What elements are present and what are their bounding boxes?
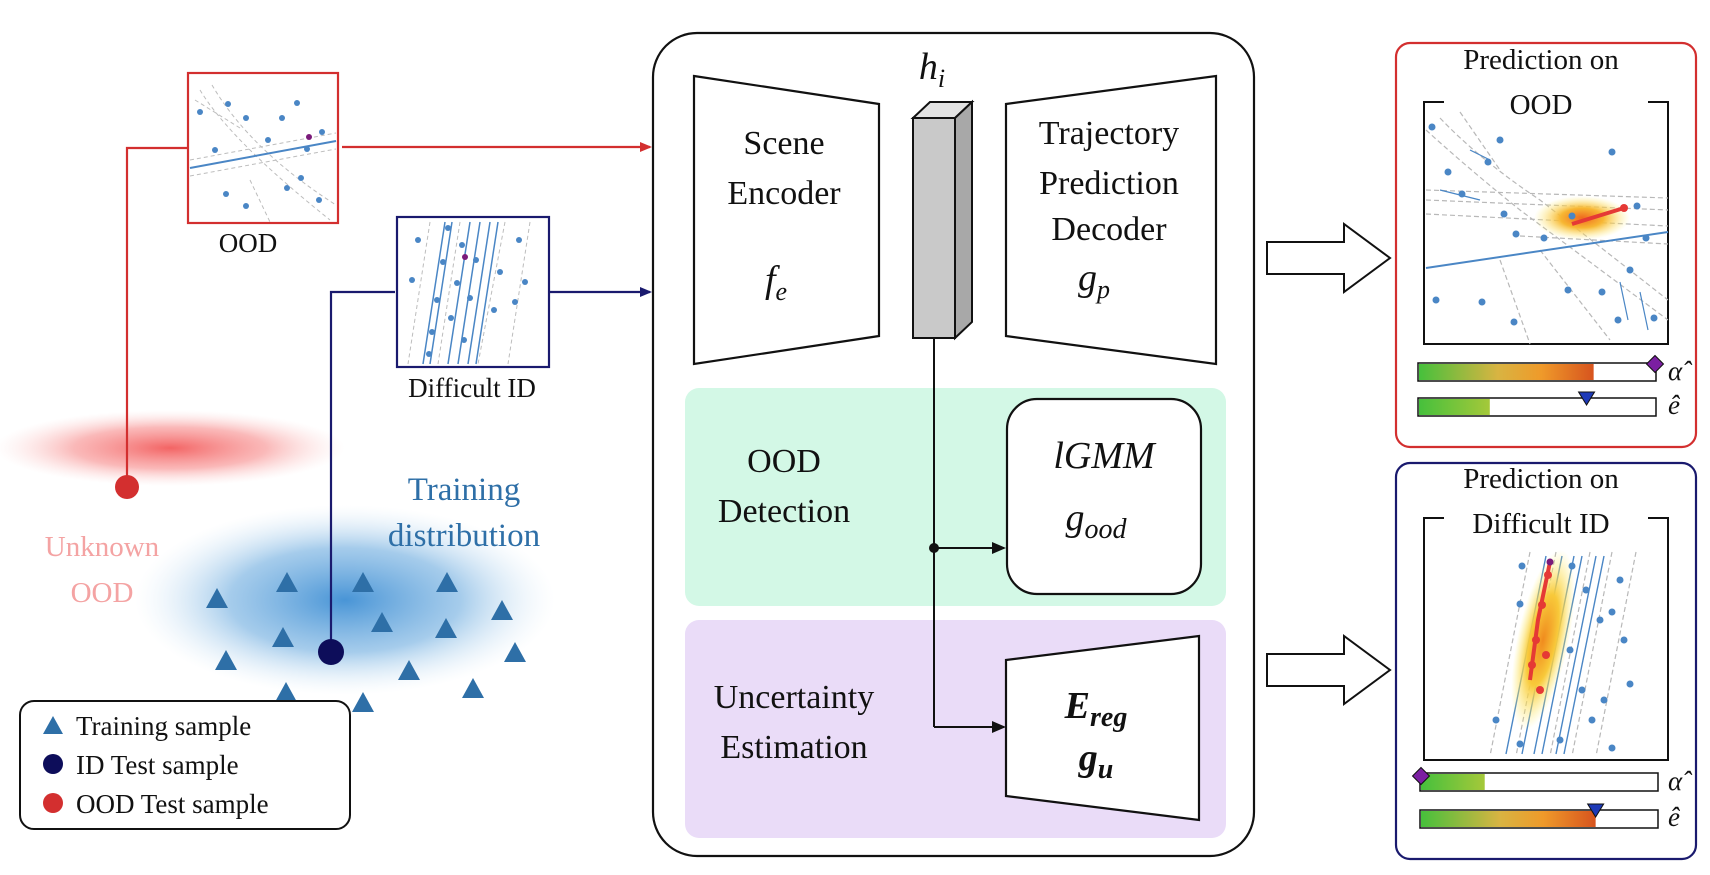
lgmm-label: lGMM bbox=[1053, 435, 1157, 477]
training-sample-marker bbox=[352, 572, 374, 592]
ood-test-sample bbox=[115, 475, 139, 499]
ood-connector-line bbox=[125, 146, 188, 487]
ood-e-bar bbox=[1417, 391, 1657, 417]
ood-e-label: ê bbox=[1668, 390, 1680, 420]
training-sample-marker bbox=[215, 650, 237, 670]
gmm-symbol: good bbox=[1066, 497, 1128, 545]
training-sample-marker bbox=[504, 642, 526, 662]
scene-encoder-label-line1: Scene bbox=[743, 125, 824, 162]
decoder-label-line1: Trajectory bbox=[1039, 115, 1179, 152]
id-e-bar-fill bbox=[1421, 811, 1596, 827]
unknown-ood-region bbox=[0, 410, 345, 486]
legend: Training sample ID Test sample OOD Test … bbox=[19, 700, 351, 830]
id-prediction-map bbox=[1423, 517, 1669, 761]
id-test-sample bbox=[318, 639, 344, 665]
uncertainty-label-line1: Uncertainty bbox=[714, 679, 875, 716]
id-alpha-marker bbox=[1411, 766, 1431, 786]
decoder-label-line3: Decoder bbox=[1051, 211, 1167, 248]
legend-id-label: ID Test sample bbox=[76, 750, 239, 780]
decoder-label-line2: Prediction bbox=[1039, 165, 1179, 202]
legend-id-marker bbox=[43, 754, 63, 774]
training-sample-marker bbox=[462, 678, 484, 698]
unknown-ood-label-line2: OOD bbox=[71, 577, 134, 609]
ood-prediction-map bbox=[1423, 101, 1669, 345]
latent-label: hi bbox=[919, 46, 945, 93]
scene-encoder-label-line2: Encoder bbox=[727, 175, 841, 212]
training-sample-marker bbox=[272, 627, 294, 647]
training-samples bbox=[206, 572, 526, 712]
lgmm-block bbox=[1005, 397, 1203, 596]
ood-prediction-panel bbox=[1394, 41, 1698, 449]
training-sample-marker bbox=[276, 572, 298, 592]
id-prediction-title-line1: Prediction on bbox=[1463, 463, 1619, 495]
id-prediction-title-line2: Difficult ID bbox=[1472, 508, 1609, 540]
id-e-marker bbox=[1586, 803, 1605, 818]
legend-ood-label: OOD Test sample bbox=[76, 789, 269, 819]
ood-e-bar-fill bbox=[1419, 399, 1490, 415]
ood-alpha-bar bbox=[1417, 354, 1665, 382]
legend-training-marker bbox=[43, 716, 63, 734]
ood-prediction-title-line2: OOD bbox=[1510, 89, 1573, 121]
training-distribution-label-line2: distribution bbox=[388, 518, 540, 554]
training-sample-marker bbox=[352, 692, 374, 712]
ood-detection-label-line1: OOD bbox=[747, 443, 821, 480]
difficult-id-thumbnail-caption: Difficult ID bbox=[408, 373, 536, 403]
gu-symbol: gu bbox=[1078, 737, 1114, 785]
legend-training-label: Training sample bbox=[76, 711, 251, 741]
decoder-symbol: gp bbox=[1078, 257, 1110, 304]
legend-ood-marker bbox=[43, 793, 63, 813]
training-sample-marker bbox=[436, 572, 458, 592]
ood-thumbnail-caption: OOD bbox=[219, 228, 278, 258]
ood-scene-thumbnail bbox=[186, 71, 340, 225]
trajectory-decoder-block bbox=[1004, 74, 1218, 366]
ood-detection-label-line2: Detection bbox=[718, 493, 850, 530]
scene-encoder-block bbox=[692, 74, 881, 366]
ood-alpha-marker bbox=[1645, 354, 1665, 374]
difficult-id-scene-thumbnail bbox=[395, 215, 551, 369]
id-connector-line bbox=[329, 290, 395, 652]
id-e-label: ê bbox=[1668, 802, 1680, 832]
latent-embedding-block bbox=[910, 99, 975, 341]
uncertainty-label-line2: Estimation bbox=[720, 729, 867, 766]
training-sample-marker bbox=[491, 600, 513, 620]
output-arrow-ood bbox=[1266, 222, 1392, 294]
training-distribution-region bbox=[135, 505, 555, 695]
training-sample-marker bbox=[275, 682, 297, 702]
output-arrow-id bbox=[1266, 634, 1392, 706]
ood-alpha-bar-fill bbox=[1419, 364, 1594, 380]
ood-prediction-title-line1: Prediction on bbox=[1463, 44, 1619, 76]
ereg-block bbox=[1004, 634, 1201, 822]
unknown-ood-label-line1: Unknown bbox=[45, 531, 160, 563]
training-sample-marker bbox=[206, 588, 228, 608]
training-sample-marker bbox=[435, 618, 457, 638]
id-e-bar bbox=[1419, 803, 1659, 829]
training-distribution-label-line1: Training bbox=[408, 472, 520, 508]
ereg-symbol: Ereg bbox=[1064, 685, 1128, 733]
training-sample-marker bbox=[398, 660, 420, 680]
ood-e-marker bbox=[1577, 391, 1596, 406]
id-alpha-bar-fill bbox=[1421, 774, 1485, 790]
training-sample-marker bbox=[371, 612, 393, 632]
id-alpha-bar bbox=[1411, 766, 1659, 792]
